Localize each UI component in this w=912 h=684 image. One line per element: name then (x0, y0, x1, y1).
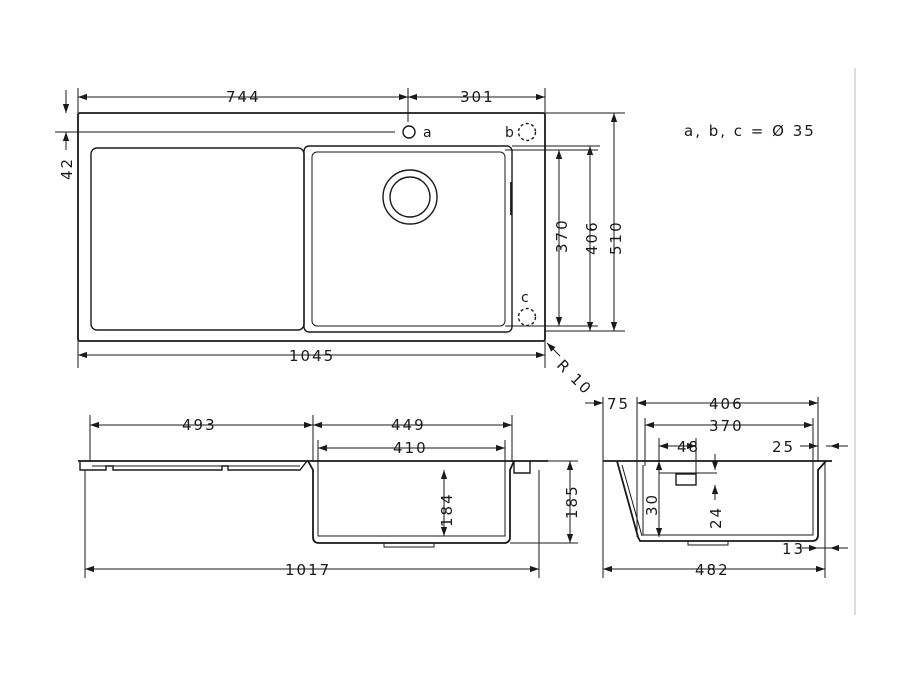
hole-legend: a, b, c = Ø 35 (684, 122, 816, 140)
front-drain-stub (383, 542, 435, 548)
radius-label: R 10 (553, 356, 596, 399)
dim-449: 449 (391, 416, 426, 434)
dim-482: 482 (695, 561, 730, 579)
plan-view: a b c 744 301 42 370 406 510 (55, 88, 625, 399)
front-overflow-box (513, 461, 531, 474)
dim-1017: 1017 (285, 561, 331, 579)
dim-1045: 1045 (289, 347, 335, 365)
dim-744: 744 (226, 88, 261, 106)
side-drain-stub (687, 540, 729, 546)
dim-370: 370 (553, 218, 571, 253)
hole-c-label: c (521, 290, 530, 306)
hole-c-icon (517, 307, 537, 327)
drain-inner-ring (389, 176, 431, 218)
front-bowl-inner (317, 468, 506, 537)
dim-185: 185 (563, 484, 581, 519)
dim-406: 406 (583, 220, 601, 255)
side-bowl-inner (642, 465, 814, 536)
hole-a-label: a (423, 125, 433, 141)
bowl-rim (303, 145, 513, 333)
hole-b-label: b (505, 125, 515, 141)
hole-b-icon (517, 122, 537, 142)
dim-30: 30 (643, 493, 661, 516)
dim-24: 24 (707, 506, 725, 529)
side-overflow-tab (675, 473, 697, 486)
dim-184: 184 (438, 492, 456, 527)
bowl-inner (311, 151, 506, 327)
radius-leader (546, 342, 561, 357)
dim-493: 493 (182, 416, 217, 434)
dim-side-370: 370 (709, 417, 744, 435)
dim-13: 13 (782, 540, 805, 558)
side-section-view: 75 406 370 48 25 30 24 13 482 (585, 395, 848, 579)
tap-hole-a-icon (402, 125, 416, 139)
dim-75: 75 (607, 395, 630, 413)
front-drainboard-profile (79, 460, 308, 471)
front-bowl (307, 460, 515, 544)
dim-48: 48 (677, 438, 700, 456)
dim-42: 42 (58, 157, 76, 180)
dim-410: 410 (393, 439, 428, 457)
front-section-view: 493 449 410 184 185 1017 (78, 415, 581, 579)
side-slope-inner (621, 464, 643, 537)
drain-outer-ring (382, 169, 438, 225)
dim-510: 510 (607, 220, 625, 255)
drainboard-outline (90, 147, 305, 331)
dim-side-406: 406 (709, 395, 744, 413)
dim-25: 25 (772, 438, 795, 456)
dim-301: 301 (460, 88, 495, 106)
